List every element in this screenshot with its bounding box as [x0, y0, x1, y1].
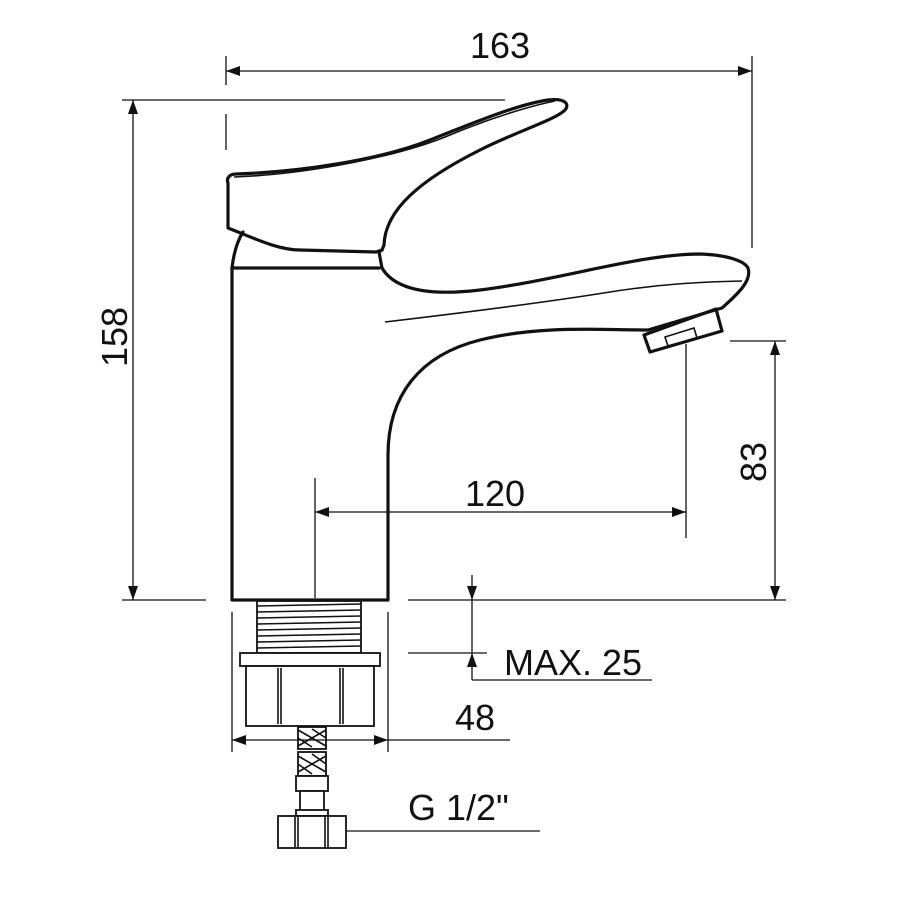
- spout-crease-line: [384, 280, 743, 323]
- dim-label-163: 163: [470, 25, 530, 66]
- hose-collar: [295, 809, 329, 817]
- callout-connection-thread: G 1/2": [346, 787, 540, 832]
- dimension-overall-height: 158: [94, 99, 505, 601]
- dim-label-158: 158: [94, 307, 135, 367]
- dimension-overall-width: 163: [225, 25, 753, 248]
- hose-ferrule: [295, 775, 329, 792]
- dim-label-48: 48: [455, 697, 495, 738]
- hose-neck: [299, 790, 325, 812]
- faucet-body-outline: [230, 248, 751, 602]
- hose-connector-nut: [277, 815, 347, 849]
- lever-crease-line: [233, 100, 556, 178]
- lever-handle: [225, 98, 569, 254]
- thread-lines: [256, 603, 362, 649]
- hex-nut: [245, 665, 375, 727]
- dim-label-g-half-inch: G 1/2": [408, 787, 509, 828]
- lever-handle-outline: [225, 98, 569, 254]
- washer: [239, 652, 381, 667]
- body-dome: [230, 230, 245, 270]
- shank-thread: [256, 600, 362, 654]
- aerator: [642, 307, 724, 354]
- dim-label-120: 120: [465, 473, 525, 514]
- dimension-base-width: 48: [231, 612, 510, 752]
- dimension-spout-reach: 120: [314, 344, 687, 598]
- dimension-max-mounting-thickness: MAX. 25: [408, 575, 652, 683]
- threaded-shank: [239, 600, 381, 727]
- flex-hose: [277, 726, 347, 849]
- dim-label-max-25: MAX. 25: [504, 642, 642, 683]
- dimension-spout-height: 83: [408, 340, 786, 601]
- aerator-housing: [642, 307, 724, 354]
- dim-label-83: 83: [733, 442, 774, 482]
- faucet-body: [230, 230, 751, 602]
- aerator-insert: [663, 326, 699, 347]
